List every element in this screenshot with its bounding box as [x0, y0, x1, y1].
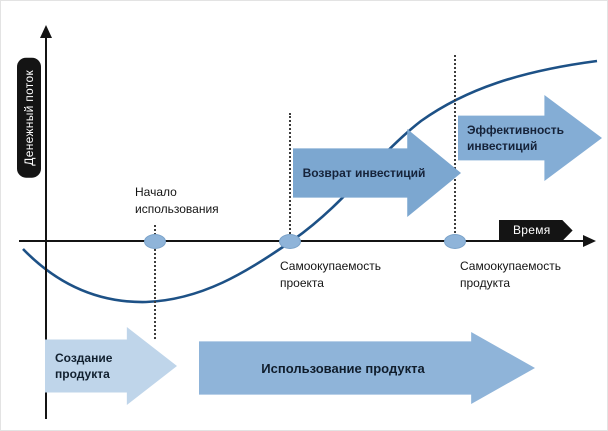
arrow-product-usage: Использование продукта — [199, 332, 535, 404]
milestone-label-start-of-use: Начало использования — [135, 185, 219, 216]
x-axis-label: Время — [499, 220, 573, 241]
milestone-dotted-line-product-breakeven — [454, 55, 456, 241]
arrow-investment-efficiency: Эффективность инвестиций — [458, 95, 602, 181]
y-axis-label: Денежный поток — [17, 58, 41, 178]
arrow-investment-efficiency-label: Эффективность инвестиций — [467, 122, 565, 153]
milestone-dot-project-breakeven — [279, 234, 301, 249]
arrow-product-creation: Создание продукта — [45, 327, 177, 405]
milestone-label-project-breakeven: Самоокупаемость проекта — [280, 259, 381, 290]
milestone-dot-start-of-use — [144, 234, 166, 249]
milestone-dotted-line-project-breakeven — [289, 113, 291, 241]
x-axis-arrow-icon — [583, 235, 596, 247]
y-axis-arrow-icon — [40, 25, 52, 38]
arrow-return-of-investment: Возврат инвестиций — [293, 129, 461, 217]
arrow-product-creation-label: Создание продукта — [55, 350, 113, 381]
arrow-product-usage-label: Использование продукта — [261, 360, 425, 376]
milestone-dot-product-breakeven — [444, 234, 466, 249]
milestone-label-product-breakeven: Самоокупаемость продукта — [460, 259, 561, 290]
arrow-return-of-investment-label: Возврат инвестиций — [302, 166, 426, 180]
